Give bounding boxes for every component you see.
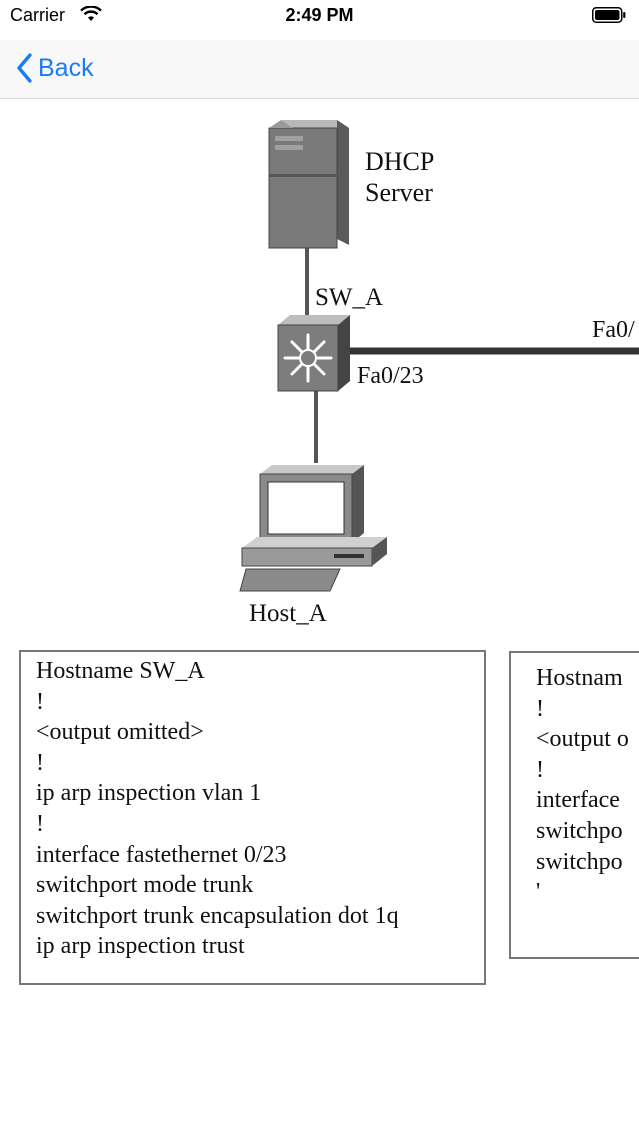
host-port-label: Fa0/23 bbox=[357, 361, 424, 391]
config-line: ip arp inspection vlan 1 bbox=[36, 778, 484, 809]
config-line: ! bbox=[536, 755, 639, 786]
host-computer-icon bbox=[240, 465, 387, 591]
server-icon bbox=[269, 120, 349, 248]
config-line: switchpo bbox=[536, 847, 639, 878]
config-line: ! bbox=[536, 694, 639, 725]
config-line: ! bbox=[36, 748, 484, 779]
status-bar: Carrier 2:49 PM bbox=[0, 0, 639, 40]
config-line: interface bbox=[536, 785, 639, 816]
config-line: <output omitted> bbox=[36, 717, 484, 748]
navigation-bar: Back bbox=[0, 40, 639, 99]
switch-label: SW_A bbox=[315, 283, 383, 313]
config-line: switchport trunk encapsulation dot 1q bbox=[36, 901, 484, 932]
sw-a-config-box: Hostname SW_A ! <output omitted> ! ip ar… bbox=[19, 650, 486, 985]
config-line: ' bbox=[536, 877, 639, 908]
back-label: Back bbox=[38, 54, 94, 83]
battery-icon bbox=[592, 7, 626, 23]
peer-config-box: Hostnam ! <output o ! interface switchpo… bbox=[509, 651, 639, 959]
status-time: 2:49 PM bbox=[0, 5, 639, 26]
back-button[interactable]: Back bbox=[16, 48, 94, 88]
config-line: Hostname SW_A bbox=[36, 656, 484, 687]
config-line: <output o bbox=[536, 724, 639, 755]
config-line: interface fastethernet 0/23 bbox=[36, 840, 484, 871]
config-line: ip arp inspection trust bbox=[36, 931, 484, 962]
server-label-line2: Server bbox=[365, 178, 433, 208]
switch-icon bbox=[278, 315, 350, 391]
config-line: ! bbox=[36, 809, 484, 840]
host-label: Host_A bbox=[249, 599, 327, 629]
server-label-line1: DHCP bbox=[365, 147, 434, 177]
question-image: DHCP Server SW_A Fa0/ Fa0/23 Host_A Host… bbox=[0, 99, 639, 1136]
config-line: switchport mode trunk bbox=[36, 870, 484, 901]
config-line: switchpo bbox=[536, 816, 639, 847]
network-diagram bbox=[0, 99, 639, 639]
chevron-left-icon bbox=[16, 53, 32, 83]
config-line: Hostnam bbox=[536, 663, 639, 694]
config-line: ! bbox=[36, 687, 484, 718]
trunk-port-label: Fa0/ bbox=[592, 315, 635, 345]
